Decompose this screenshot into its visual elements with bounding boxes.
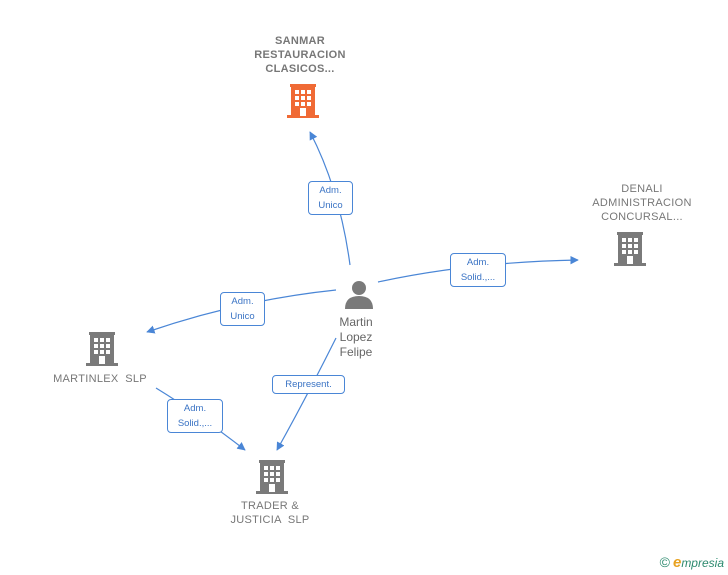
label-line: Felipe [339,345,373,359]
brand-name: mpresia [681,556,724,570]
footer-brand[interactable]: ©empresia [660,554,724,571]
building-icon-sanmar[interactable] [287,84,319,118]
brand-initial: e [672,554,682,571]
label-line: MARTINLEX SLP [53,373,147,385]
edge-person-trader[interactable] [276,337,337,451]
label-line: Lopez [339,330,373,344]
label-line: JUSTICIA SLP [230,514,310,526]
node-label-denali[interactable]: DENALI ADMINISTRACION CONCURSAL... [572,182,712,224]
label-line: Solid.,... [460,272,496,283]
label-line: Adm. [231,296,254,307]
label-line: DENALI [621,183,663,195]
label-line: Unico [230,311,255,322]
label-line: TRADER & [240,500,300,512]
building-icon-denali[interactable] [614,232,646,266]
edge-label-martinlex-trader[interactable]: Adm. Solid.,... [167,399,223,433]
node-label-sanmar[interactable]: SANMAR RESTAURACION CLASICOS... [230,34,370,76]
node-label-martinlex[interactable]: MARTINLEX SLP [32,372,168,386]
edge-label-martinlex[interactable]: Adm. Unico [220,292,265,326]
edge-label-trader[interactable]: Represent. [272,375,345,394]
edge-label-sanmar[interactable]: Adm. Unico [308,181,353,215]
label-line: CONCURSAL... [601,211,683,223]
label-line: Adm. [183,403,207,414]
label-line: ADMINISTRACION [592,197,692,209]
label-line: Adm. [466,257,490,268]
label-line: Unico [318,200,343,211]
label-line: CLASICOS... [265,63,335,75]
label-line: Represent. [285,379,332,390]
person-icon[interactable] [344,279,374,309]
label-line: SANMAR [274,35,326,47]
person-label[interactable]: Martin Lopez Felipe [318,315,394,360]
label-line: RESTAURACION [254,49,346,61]
edge-label-denali[interactable]: Adm. Solid.,... [450,253,506,287]
label-line: Solid.,... [177,418,213,429]
node-label-trader[interactable]: TRADER & JUSTICIA SLP [200,499,340,527]
label-line: Adm. [319,185,342,196]
building-icon-trader[interactable] [256,460,288,494]
copyright-icon: © [659,554,670,570]
building-icon-martinlex[interactable] [86,332,118,366]
label-line: Martin [339,315,373,329]
